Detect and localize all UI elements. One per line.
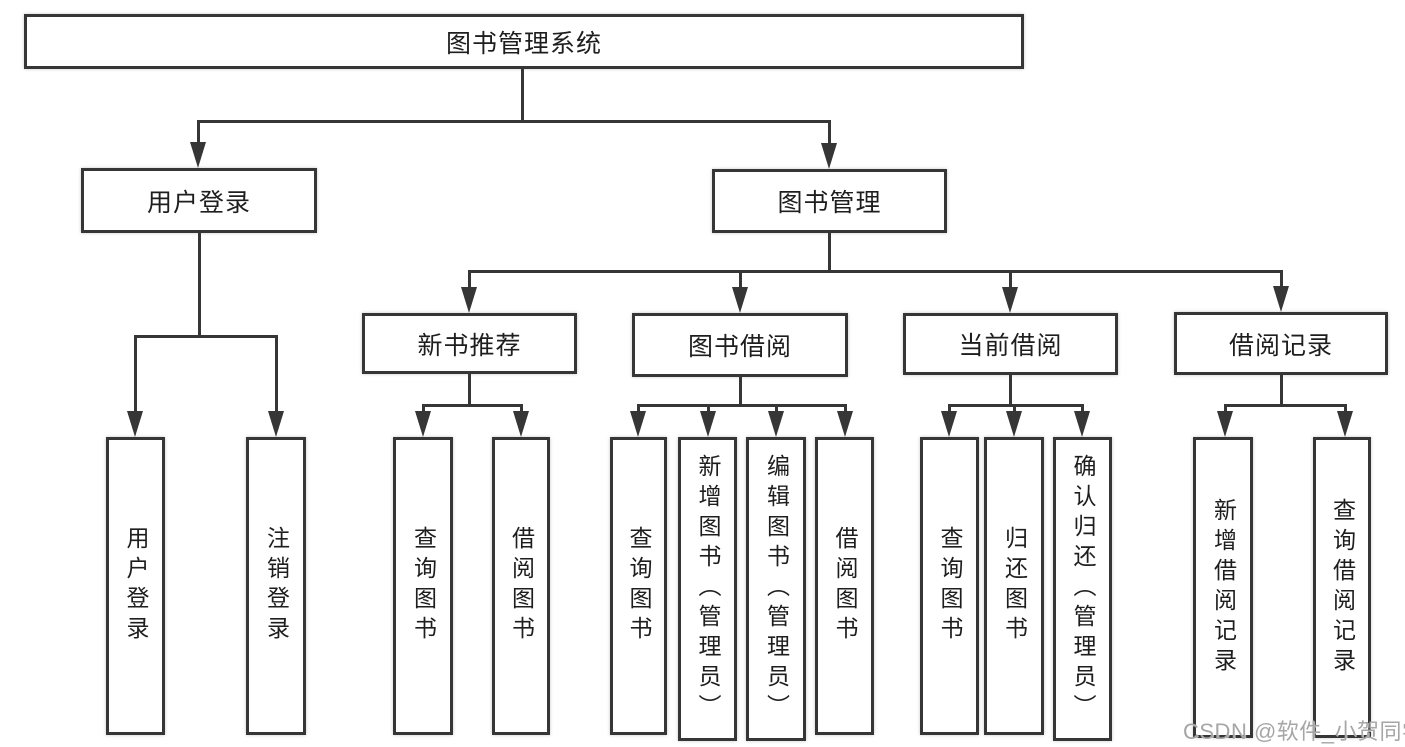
connector-line [637,404,847,407]
connector-line [468,270,471,292]
arrow-down-icon [941,411,957,437]
node-label: 新增借阅记录 [1210,497,1237,678]
arrow-down-icon [768,411,784,437]
leaf-borrow-books-recommend: 借阅图书 [492,437,550,735]
leaf-user-login: 用户登录 [106,437,165,735]
connector-line [134,335,278,338]
connector-line [1280,270,1283,292]
connector-line [739,375,742,407]
connector-line [707,404,710,414]
connector-line [828,120,831,148]
connector-line [828,231,831,273]
node-user-login: 用户登录 [81,168,317,233]
node-label: 查询借阅记录 [1329,497,1356,678]
connector-line [520,404,523,414]
node-label: 用户登录 [123,526,149,646]
arrow-down-icon [700,411,716,437]
node-label: 图书管理系统 [445,29,602,58]
node-label: 用户登录 [146,188,251,217]
connector-line [948,404,951,414]
arrow-down-icon [1273,286,1289,312]
arrow-down-icon [268,411,284,437]
node-label: 新书推荐 [417,331,522,360]
connector-line [198,231,201,338]
connector-line [468,372,471,407]
node-label: 借阅记录 [1228,331,1333,360]
connector-line [1224,404,1346,407]
node-library-system: 图书管理系统 [24,14,1024,69]
arrow-down-icon [190,142,206,168]
leaf-query-books-borrowing: 查询图书 [610,437,667,735]
connector-line [468,270,1283,273]
connector-line [1224,404,1227,414]
connector-line [521,67,524,123]
connector-line [134,335,137,415]
node-label: 查询图书 [626,526,652,646]
leaf-add-books-admin: 新增图书（管理员） [678,437,737,741]
connector-line [197,120,200,148]
arrow-down-icon [837,411,853,437]
node-label: 归还图书 [1001,526,1028,646]
connector-line [422,404,425,414]
connector-line [739,270,742,292]
arrow-down-icon [1217,411,1233,437]
node-label: 编辑图书（管理员） [763,454,790,724]
node-label: 借阅图书 [832,526,858,646]
arrow-down-icon [1074,411,1090,437]
arrow-down-icon [513,411,529,437]
arrow-down-icon [821,143,837,169]
connector-line [948,404,1084,407]
arrow-down-icon [732,287,748,313]
leaf-borrow-books: 借阅图书 [815,437,874,735]
arrow-down-icon [1002,287,1018,313]
node-label: 新增图书（管理员） [695,454,721,724]
leaf-query-books-recommend: 查询图书 [393,437,453,735]
arrow-down-icon [1337,411,1353,437]
connector-line [775,404,778,414]
csdn-watermark: CSDN @软件_小贺同学 [1183,719,1405,744]
connector-line [844,404,847,414]
connector-line [1009,373,1012,407]
arrow-down-icon [1006,411,1022,437]
connector-line [197,120,831,123]
node-book-borrowing: 图书借阅 [632,313,848,377]
node-borrow-records: 借阅记录 [1174,312,1388,375]
node-label: 图书借阅 [687,333,792,361]
node-label: 查询图书 [410,526,437,646]
connector-line [1013,404,1016,414]
node-label: 当前借阅 [958,332,1063,360]
connector-line [1280,373,1283,407]
leaf-logout: 注销登录 [246,437,306,735]
node-label: 图书管理 [777,189,882,217]
node-label: 查询图书 [937,526,963,646]
connector-line [637,404,640,414]
arrow-down-icon [630,411,646,437]
connector-line [422,404,522,407]
leaf-return-books: 归还图书 [984,437,1044,735]
connector-line [1009,270,1012,292]
arrow-down-icon [461,287,477,313]
leaf-query-borrow-record: 查询借阅记录 [1313,437,1371,738]
node-label: 借阅图书 [508,526,535,646]
connector-line [275,335,278,415]
leaf-add-borrow-record: 新增借阅记录 [1193,437,1253,738]
connector-line [1081,404,1084,414]
node-new-book-recommend: 新书推荐 [362,313,577,374]
leaf-query-books-current: 查询图书 [920,437,979,735]
node-current-borrowing: 当前借阅 [903,313,1118,375]
arrow-down-icon [415,411,431,437]
leaf-confirm-return-admin: 确认归还（管理员） [1053,437,1112,741]
arrow-down-icon [127,411,143,437]
node-label: 确认归还（管理员） [1070,454,1096,724]
leaf-edit-books-admin: 编辑图书（管理员） [746,437,806,741]
node-label: 注销登录 [263,526,290,646]
connector-line [1344,404,1347,414]
node-book-management: 图书管理 [712,169,947,233]
